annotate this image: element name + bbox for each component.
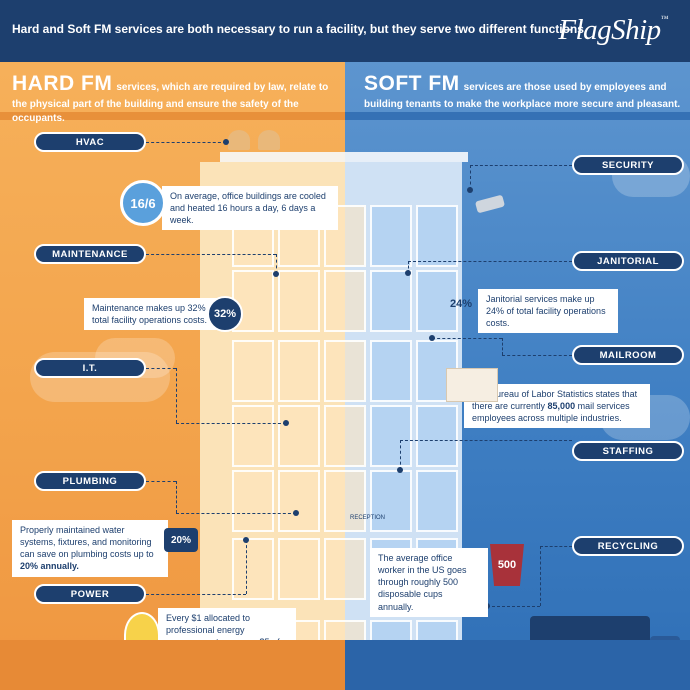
hvac-unit-icon: [228, 130, 250, 150]
building-roof: [220, 152, 468, 162]
label-mailroom: MAILROOM: [572, 345, 684, 365]
connector-security: [470, 165, 572, 166]
connector-mailroom-v: [502, 338, 503, 355]
label-security: SECURITY: [572, 155, 684, 175]
connector-dot: [429, 335, 435, 341]
reception-sign: RECEPTION: [350, 515, 386, 521]
connector-dot: [223, 139, 229, 145]
connector-dot: [405, 270, 411, 276]
hvac-unit-icon: [258, 130, 280, 150]
connector-dot: [467, 187, 473, 193]
connector-plumbing-h: [176, 513, 296, 514]
callout-recycling: The average office worker in the US goes…: [370, 548, 488, 617]
label-maintenance: MAINTENANCE: [34, 244, 146, 264]
badge-hvac: 16/6: [120, 180, 166, 226]
window-row-3: [232, 340, 458, 402]
badge-maintenance: 32%: [207, 296, 243, 332]
label-it: I.T.: [34, 358, 146, 378]
floor-buffer-icon: 24%: [450, 298, 473, 310]
label-plumbing: PLUMBING: [34, 471, 146, 491]
connector-janitorial-v: [408, 261, 409, 273]
window-row-2: [232, 270, 458, 332]
header-text: Hard and Soft FM services are both neces…: [12, 22, 588, 36]
label-recycling: RECYCLING: [572, 536, 684, 556]
window-row-4: [232, 405, 458, 467]
connector-mailroom-h: [432, 338, 502, 339]
connector-dot: [293, 510, 299, 516]
connector-maintenance: [146, 254, 276, 255]
window-row-5: [232, 470, 458, 532]
callout-janitorial: Janitorial services make up 24% of total…: [478, 289, 618, 334]
connector-dot: [283, 420, 289, 426]
connector-plumbing-v: [176, 481, 177, 513]
connector-dot: [273, 271, 279, 277]
hard-band: [0, 112, 345, 120]
connector-power-v: [246, 540, 247, 594]
label-staffing: STAFFING: [572, 441, 684, 461]
connector-hvac: [146, 142, 226, 143]
header-bar: Hard and Soft FM services are both neces…: [0, 0, 690, 62]
connector-staffing-v: [400, 440, 401, 470]
connector-power: [146, 594, 246, 595]
callout-hvac: On average, office buildings are cooled …: [162, 186, 338, 231]
ground: [0, 640, 690, 690]
building-roof-right: [345, 152, 468, 162]
connector-recycling-v: [540, 546, 541, 606]
connector-mailroom: [502, 355, 572, 356]
connector-recycling-h: [487, 606, 540, 607]
connector-dot: [243, 537, 249, 543]
label-power: POWER: [34, 584, 146, 604]
mail-envelope-icon: [446, 368, 498, 402]
flagship-logo: FlagShip™: [558, 14, 668, 46]
connector-it-h: [176, 423, 286, 424]
soft-band: [345, 112, 690, 120]
coffee-cup-icon: 500: [490, 544, 524, 586]
connector-it: [146, 368, 176, 369]
connector-security-v: [470, 165, 471, 190]
connector-janitorial: [408, 261, 572, 262]
connector-maintenance-v: [276, 254, 277, 274]
label-hvac: HVAC: [34, 132, 146, 152]
connector-plumbing: [146, 481, 176, 482]
label-janitorial: JANITORIAL: [572, 251, 684, 271]
connector-it-v: [176, 368, 177, 423]
callout-plumbing: Properly maintained water systems, fixtu…: [12, 520, 168, 577]
badge-plumbing: 20%: [164, 528, 198, 552]
connector-recycling: [540, 546, 572, 547]
connector-dot: [397, 467, 403, 473]
connector-staffing: [400, 440, 572, 441]
